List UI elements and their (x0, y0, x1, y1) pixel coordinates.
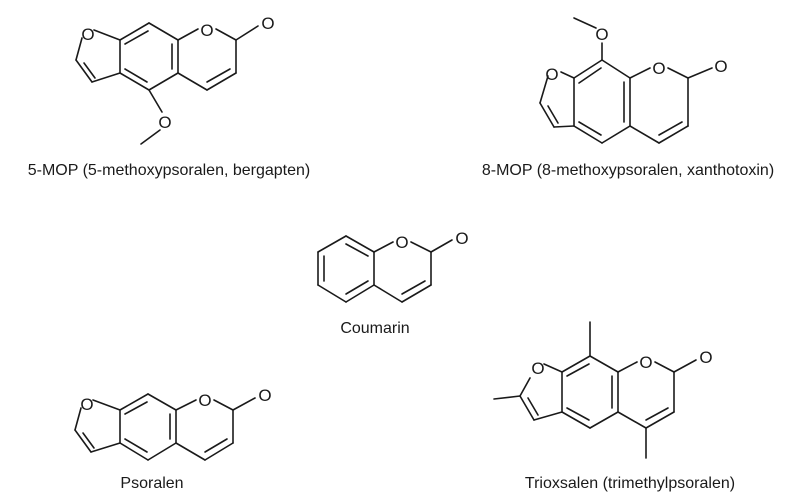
5-mop-atom-ring-o: O (200, 21, 213, 40)
5-mop-atom-furan-o: O (81, 25, 94, 44)
8-mop-atom-methoxy-o: O (595, 25, 608, 44)
psoralen-atom-furan-o: O (80, 395, 93, 414)
coumarin-atom-ring-o: O (395, 233, 408, 252)
trioxsalen-atom-ring-o: O (639, 353, 652, 372)
5-mop-atom-methoxy-o: O (158, 113, 171, 132)
molecule-5-mop: O O O O 5-MOP (5-methoxypsoralen, bergap… (28, 14, 311, 179)
molecule-trioxsalen: O O O Trioxsalen (trimethylpsoralen) (493, 321, 735, 492)
molecule-8-mop: O O O O 8-MOP (8-methoxypsoralen, xantho… (482, 17, 774, 179)
psoralen-bonds (74, 393, 256, 461)
trioxsalen-bonds (493, 321, 697, 459)
psoralen-atom-carbonyl-o: O (258, 386, 271, 405)
trioxsalen-caption: Trioxsalen (trimethylpsoralen) (525, 475, 735, 492)
5-mop-bonds (75, 22, 259, 145)
trioxsalen-atom-furan-o: O (531, 359, 544, 378)
8-mop-atom-ring-o: O (652, 59, 665, 78)
coumarin-atom-carbonyl-o: O (455, 229, 468, 248)
8-mop-atom-furan-o: O (545, 65, 558, 84)
5-mop-caption: 5-MOP (5-methoxypsoralen, bergapten) (28, 162, 311, 179)
5-mop-atom-carbonyl-o: O (261, 14, 274, 33)
molecule-coumarin: O O Coumarin (317, 229, 469, 337)
coumarin-bonds (317, 235, 453, 303)
molecule-psoralen: O O O Psoralen (74, 386, 272, 492)
8-mop-atom-carbonyl-o: O (714, 57, 727, 76)
8-mop-bonds (539, 17, 713, 144)
trioxsalen-atom-carbonyl-o: O (699, 348, 712, 367)
psoralen-atom-ring-o: O (198, 391, 211, 410)
coumarin-caption: Coumarin (340, 320, 409, 337)
psoralen-caption: Psoralen (120, 475, 183, 492)
8-mop-caption: 8-MOP (8-methoxypsoralen, xanthotoxin) (482, 162, 774, 179)
